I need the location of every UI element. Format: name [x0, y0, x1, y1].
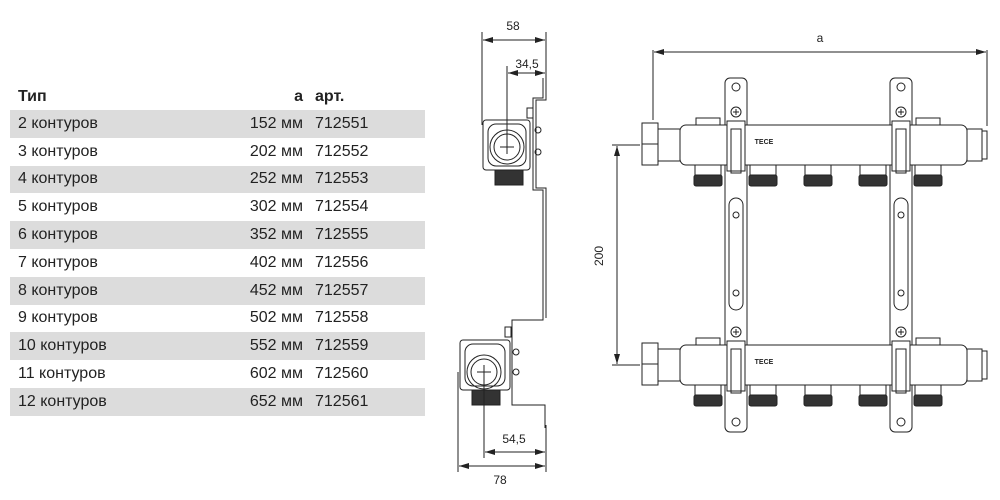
art-cell: 712555: [309, 221, 425, 249]
table-header: Тип a арт.: [10, 84, 425, 110]
art-cell: 712556: [315, 253, 369, 271]
table-row: 7 контуров 402 мм 712556: [10, 249, 425, 277]
header-a: a: [294, 88, 303, 105]
art-cell: 712557: [309, 276, 425, 305]
front-view: a 200 TECE TECE: [592, 31, 988, 433]
dim-a: a: [817, 31, 824, 45]
a-cell: 452 мм: [215, 276, 309, 305]
a-cell: 352 мм: [215, 221, 309, 249]
header-art: арт.: [315, 88, 345, 105]
art-cell: 712553: [309, 165, 425, 194]
art-cell: 712561: [309, 387, 425, 416]
table-row: 3 контуров 202 мм 712552: [10, 138, 425, 166]
type-cell: 6 контуров: [10, 221, 215, 249]
a-cell: 602 мм: [249, 365, 303, 383]
header-type: Тип: [18, 88, 47, 105]
return-bar: TECE: [641, 326, 988, 407]
type-cell: 2 контуров: [10, 110, 215, 138]
a-cell: 502 мм: [249, 309, 303, 327]
type-cell: 7 контуров: [18, 253, 98, 271]
a-cell: 402 мм: [249, 253, 303, 271]
a-cell: 552 мм: [215, 332, 309, 361]
tece-logo: TECE: [755, 139, 774, 146]
a-cell: 202 мм: [249, 142, 303, 160]
a-cell: 252 мм: [215, 165, 309, 194]
type-cell: 10 контуров: [10, 332, 215, 361]
type-cell: 11 контуров: [18, 365, 106, 383]
art-cell: 712552: [315, 142, 369, 160]
art-cell: 712559: [309, 332, 425, 361]
dim-58: 58: [506, 19, 520, 33]
table-row: 9 контуров 502 мм 712558: [10, 305, 425, 333]
a-cell: 302 мм: [249, 198, 303, 216]
side-view: 58 34,5 54,5 78: [457, 19, 547, 487]
type-cell: 8 контуров: [10, 276, 215, 305]
dim-78: 78: [493, 473, 507, 487]
type-cell: 12 контуров: [10, 387, 215, 416]
table-row: 11 контуров 602 мм 712560: [10, 360, 425, 388]
art-cell: 712558: [315, 309, 369, 327]
art-cell: 712554: [315, 198, 369, 216]
a-cell: 652 мм: [215, 387, 309, 416]
art-cell: 712551: [309, 110, 425, 138]
type-cell: 4 контуров: [10, 165, 215, 194]
a-cell: 152 мм: [215, 110, 309, 138]
art-cell: 712560: [315, 365, 369, 383]
supply-bar: TECE: [641, 106, 988, 187]
table-row: 5 контуров 302 мм 712554: [10, 193, 425, 221]
tece-logo: TECE: [755, 359, 774, 366]
type-cell: 9 контуров: [18, 309, 98, 327]
dim-54-5: 54,5: [502, 432, 526, 446]
type-cell: 3 контуров: [18, 142, 98, 160]
type-cell: 5 контуров: [18, 198, 98, 216]
dim-34-5: 34,5: [515, 57, 539, 71]
dim-200: 200: [592, 246, 606, 266]
